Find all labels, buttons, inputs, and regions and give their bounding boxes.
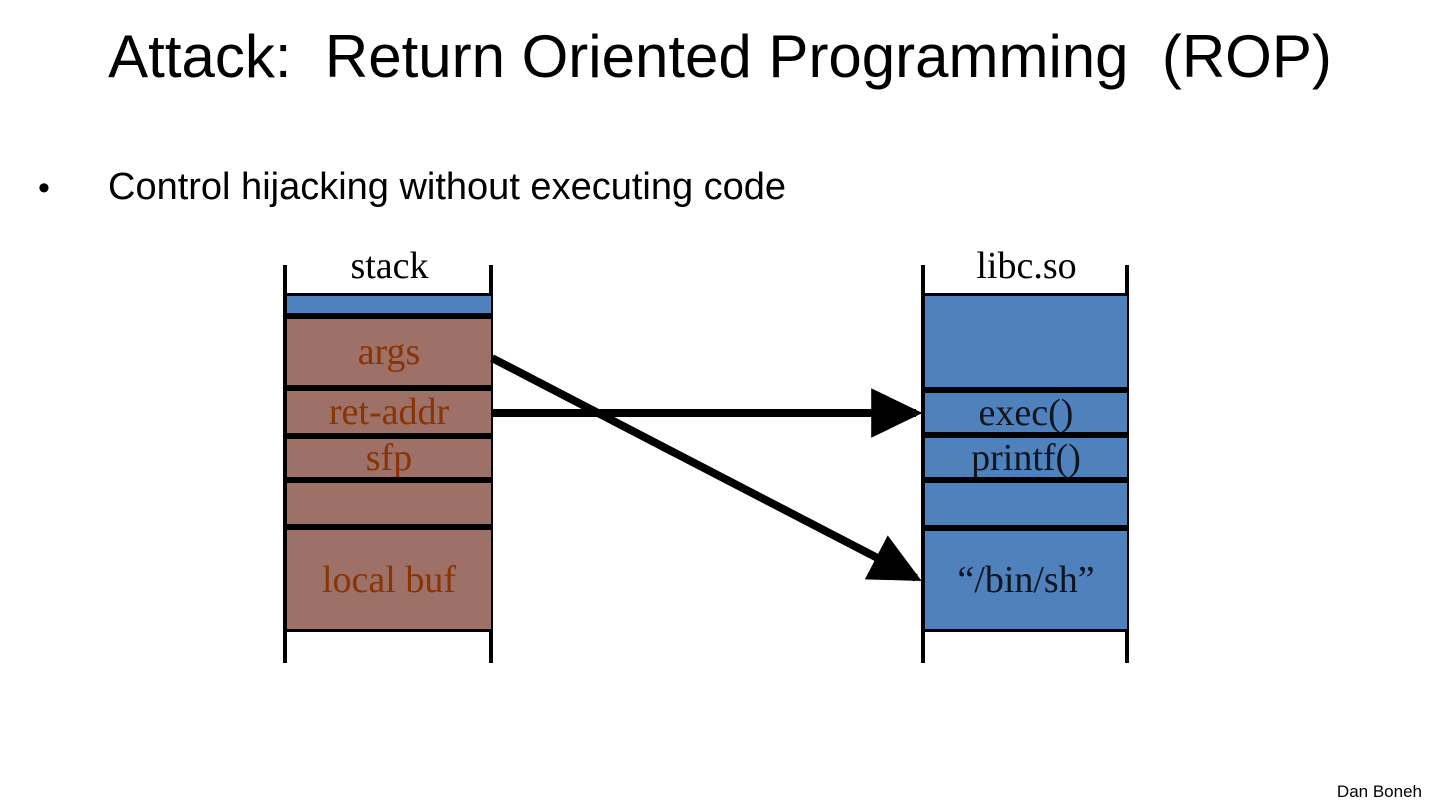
stack-block-ret-addr: ret-addr [287, 388, 491, 436]
libc-right-rule [1125, 265, 1129, 663]
arrow-args-to-binsh [490, 354, 922, 582]
stack-column-label: stack [350, 245, 429, 287]
stack-block-local-buf: local buf [287, 527, 491, 632]
bullet-item-label: Control hijacking without executing code [108, 166, 787, 208]
bullet-marker-icon: • [38, 169, 50, 207]
libc-column-label: libc.so [976, 245, 1077, 287]
libc-block-binsh: “/bin/sh” [925, 528, 1127, 632]
stack-block-ret-addr-label: ret-addr [328, 391, 450, 433]
libc-block-empty [925, 480, 1127, 528]
stack-left-rule [283, 265, 287, 663]
stack-block-args-label: args [357, 331, 421, 373]
stack-block-args: args [287, 316, 491, 388]
libc-block-top [925, 293, 1127, 390]
stack-block-sfp-label: sfp [365, 437, 413, 479]
libc-block-printf-label: printf() [971, 436, 1081, 479]
stack-block-empty [287, 480, 491, 527]
author-credit: Dan Boneh [1336, 782, 1422, 801]
libc-block-printf: printf() [925, 435, 1127, 480]
stack-block-sfp: sfp [287, 436, 491, 480]
libc-block-exec-label: exec() [978, 391, 1074, 434]
libc-block-binsh-label: “/bin/sh” [957, 559, 1095, 601]
stack-block-local-buf-label: local buf [321, 558, 456, 601]
libc-left-rule [921, 265, 925, 663]
page-title: Attack: Return Oriented Programming (ROP… [108, 23, 1332, 90]
libc-block-exec: exec() [925, 390, 1127, 435]
bullet-list-item: • Control hijacking without executing co… [34, 166, 1034, 209]
stack-block-top-cap [287, 293, 491, 316]
